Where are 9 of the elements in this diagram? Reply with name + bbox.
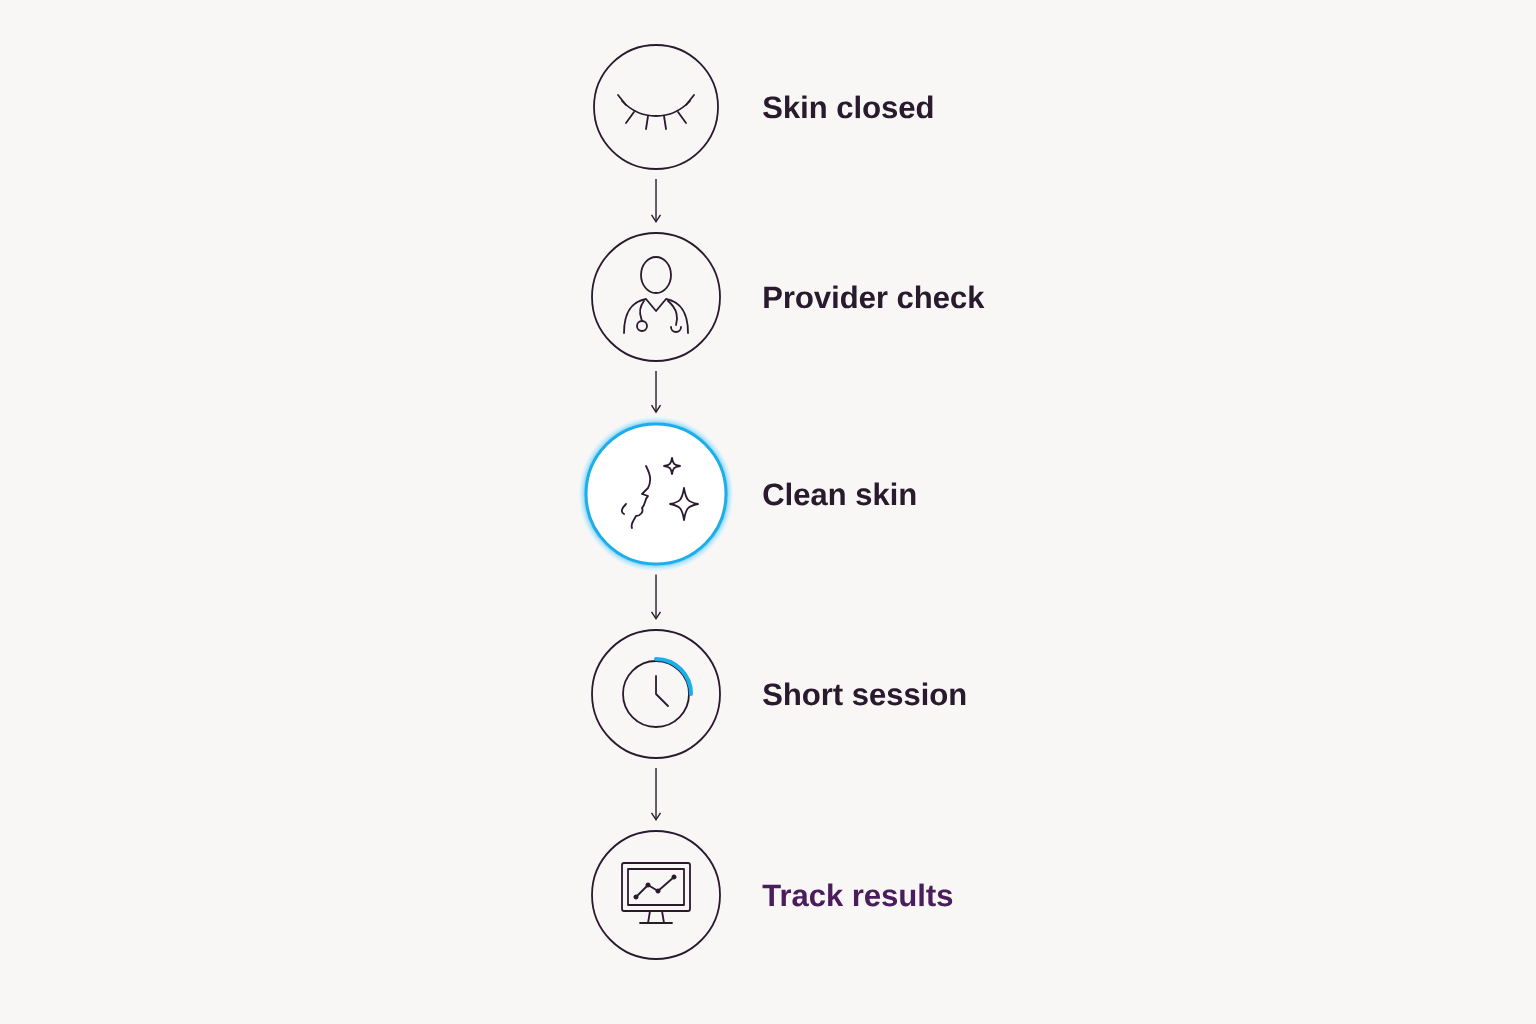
step-label: Track results bbox=[762, 883, 953, 907]
arrow bbox=[650, 573, 662, 621]
step-label: Skin closed bbox=[763, 95, 933, 119]
arrow bbox=[650, 767, 662, 822]
arrow bbox=[650, 178, 662, 224]
step-label: Short session bbox=[763, 682, 966, 706]
step-label: Provider check bbox=[764, 285, 985, 309]
arrow bbox=[650, 370, 662, 414]
step-label: Clean skin bbox=[763, 482, 916, 506]
